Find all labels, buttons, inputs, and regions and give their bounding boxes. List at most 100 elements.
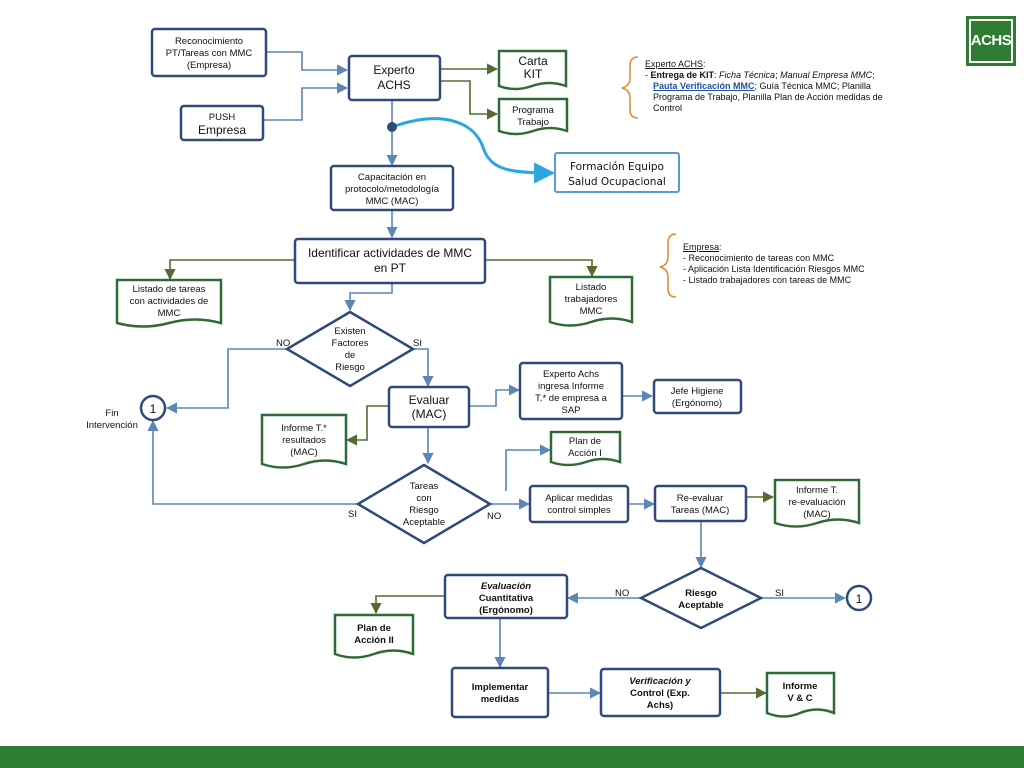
- implementar-box: Implementar medidas: [450, 666, 550, 719]
- achs-logo: ACHS: [966, 16, 1016, 66]
- achs-note-pauta-link[interactable]: Pauta Verificación MMC: [653, 81, 755, 91]
- verificacion-line-2: Control (Exp.: [630, 688, 690, 699]
- experto-informe-line-2: ingresa Informe: [538, 381, 604, 392]
- achs-logo-text: ACHS: [970, 32, 1012, 49]
- empresa-note-item-3: - Listado trabajadores con tareas de MMC: [683, 275, 852, 285]
- arrows: [147, 51, 847, 699]
- riesgo-line-1: Riesgo: [685, 588, 717, 599]
- informe-res-line-3: (MAC): [290, 447, 317, 458]
- achs-note-title: Experto ACHS: [645, 59, 704, 69]
- achs-note-sep2: ;: [775, 70, 781, 80]
- achs-logo-frame: [969, 19, 1013, 63]
- empresa-label: Empresa: [198, 123, 246, 137]
- achs-note-sep1: :: [714, 70, 720, 80]
- achs-note-sep4: ;: [754, 81, 758, 91]
- achs-note-rest: Guía Técnica MMC; Planilla Programa de T…: [653, 81, 883, 113]
- bottom-green-bar: [0, 746, 1024, 768]
- informe-vc-line-2: V & C: [787, 693, 812, 704]
- listado-trab-line-1: Listado: [576, 282, 607, 293]
- informe-reev-line-1: Informe T.: [796, 485, 838, 496]
- capacitacion-box: Capacitación en protocolo/metodología MM…: [329, 164, 455, 212]
- experto-line-1: Experto: [373, 63, 415, 77]
- junction-dot: [387, 122, 397, 132]
- label-si-riesgo: SI: [775, 588, 784, 599]
- achs-note-bracket: [621, 56, 639, 119]
- riesgo-line-2: Aceptable: [678, 600, 723, 611]
- tareas-line-3: Riesgo: [409, 505, 439, 516]
- evaluacion-cuantitativa-box: Evaluación Cuantitativa (Ergónomo): [443, 573, 569, 620]
- capacitacion-line-1: Capacitación en: [358, 172, 426, 183]
- listado-trab-line-2: trabajadores: [565, 294, 618, 305]
- formacion-box: Formación Equipo Salud Ocupacional: [554, 152, 680, 193]
- achs-note-kit: Entrega de KIT: [650, 70, 715, 80]
- reevaluar-line-2: Tareas (MAC): [671, 505, 730, 516]
- achs-note-dash: -: [645, 70, 651, 80]
- informe-res-line-2: resultados: [282, 435, 326, 446]
- achs-note: Experto ACHS: - Entrega de KIT: Ficha Té…: [645, 59, 905, 114]
- formacion-line-2: Salud Ocupacional: [568, 176, 666, 188]
- existen-line-3: de: [345, 350, 356, 361]
- riesgo-aceptable-decision: Riesgo Aceptable: [638, 566, 764, 630]
- experto-informe-line-1: Experto Achs: [543, 369, 599, 380]
- plan-1-line-2: Acción I: [568, 448, 602, 459]
- aplicar-line-2: control simples: [547, 505, 611, 516]
- reconocimiento-line-1: Reconocimiento: [175, 36, 243, 47]
- programa-line-2: Trabajo: [517, 117, 549, 128]
- label-no-tareas: NO: [487, 511, 501, 522]
- plan-accion-2-doc: Plan de Acción II: [333, 613, 415, 659]
- achs-note-ficha: Ficha Técnica: [719, 70, 776, 80]
- verificacion-box: Verificación y Control (Exp. Achs): [599, 667, 722, 718]
- label-si-factores: SI: [413, 338, 422, 349]
- listado-trab-line-3: MMC: [580, 306, 603, 317]
- informe-reevaluacion-doc: Informe T. re-evaluación (MAC): [773, 478, 861, 528]
- reevaluar-line-1: Re-evaluar: [677, 493, 723, 504]
- informe-res-line-1: Informe T.*: [281, 423, 327, 434]
- reconocimiento-line-3: (Empresa): [187, 60, 231, 71]
- listado-trabajadores-doc: Listado trabajadores MMC: [548, 275, 634, 327]
- carta-kit-line-1: Carta: [518, 54, 548, 68]
- reevaluar-box: Re-evaluar Tareas (MAC): [653, 484, 748, 523]
- carta-kit-doc: Carta KIT: [497, 49, 568, 91]
- reconocimiento-line-2: PT/Tareas con MMC: [166, 48, 253, 59]
- tareas-riesgo-decision: Tareas con Riesgo Aceptable: [355, 463, 493, 545]
- plan-accion-1-doc: Plan de Acción I: [549, 430, 622, 467]
- jefe-higiene-box: Jefe Higiene (Ergónomo): [652, 378, 743, 415]
- push-empresa-box: PUSH Empresa: [179, 104, 265, 142]
- tareas-line-1: Tareas: [410, 481, 439, 492]
- identificar-line-2: en PT: [374, 261, 407, 275]
- listado-tareas-doc: Listado de tareas con actividades de MMC: [115, 278, 223, 328]
- fin-connector-number: 1: [150, 402, 157, 416]
- identificar-box: Identificar actividades de MMC en PT: [293, 237, 487, 285]
- capacitacion-line-2: protocolo/metodología: [345, 184, 440, 195]
- experto-informe-line-4: SAP: [561, 405, 580, 416]
- experto-line-2: ACHS: [377, 78, 410, 92]
- empresa-note-bracket: [659, 233, 677, 298]
- implementar-line-1: Implementar: [472, 682, 529, 693]
- end-connector: 1: [845, 584, 873, 612]
- existen-line-4: Riesgo: [335, 362, 365, 373]
- fin-connector: 1: [139, 394, 167, 422]
- empresa-note-item-2: - Aplicación Lista Identificación Riesgo…: [683, 264, 865, 274]
- evaluar-box: Evaluar (MAC): [387, 385, 471, 429]
- informe-vc-line-1: Informe: [783, 681, 818, 692]
- achs-note-colon: :: [703, 59, 706, 69]
- carta-kit-line-2: KIT: [524, 67, 543, 81]
- tareas-line-2: con: [416, 493, 431, 504]
- experto-informe-box: Experto Achs ingresa Informe T.* de empr…: [518, 361, 624, 421]
- experto-achs-box: Experto ACHS: [347, 54, 442, 102]
- identificar-line-1: Identificar actividades de MMC: [308, 246, 472, 260]
- capacitacion-line-3: MMC (MAC): [366, 196, 419, 207]
- jefe-higiene-line-1: Jefe Higiene: [671, 386, 724, 397]
- aplicar-line-1: Aplicar medidas: [545, 493, 613, 504]
- implementar-line-2: medidas: [481, 694, 520, 705]
- evaluar-line-1: Evaluar: [409, 393, 450, 407]
- push-label: PUSH: [209, 112, 236, 123]
- evaluacion-line-2: Cuantitativa: [479, 593, 534, 604]
- evaluacion-line-1: Evaluación: [481, 581, 531, 592]
- informe-reev-line-2: re-evaluación: [788, 497, 845, 508]
- plan-2-line-1: Plan de: [357, 623, 391, 634]
- evaluar-line-2: (MAC): [412, 407, 447, 421]
- fin-label-1: Fin: [105, 408, 118, 419]
- programa-trabajo-doc: Programa Trabajo: [497, 97, 569, 136]
